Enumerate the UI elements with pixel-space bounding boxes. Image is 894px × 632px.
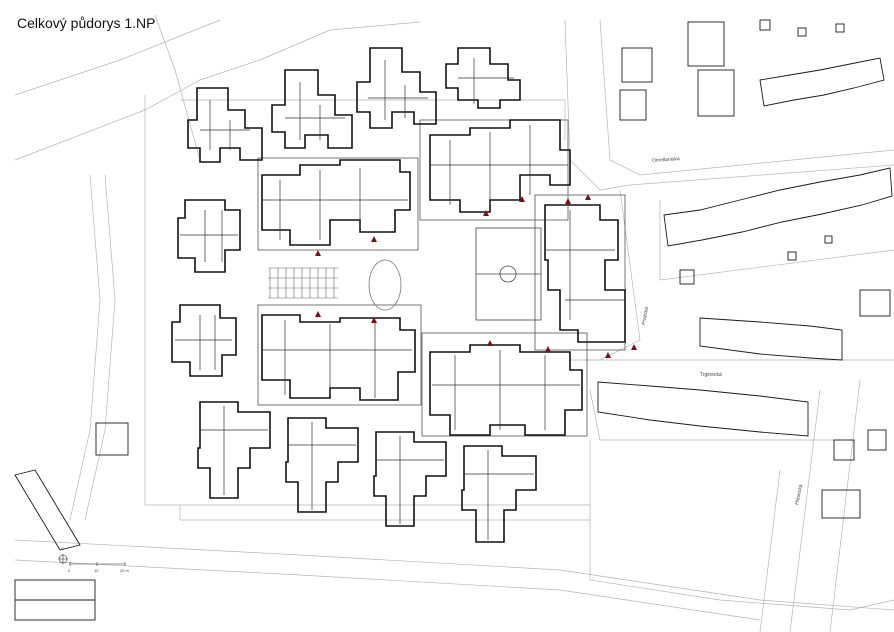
street-label-hlasecka: Hlásecká <box>794 484 804 506</box>
interior-walls <box>175 58 625 540</box>
scale-tick-10: 10 <box>94 568 99 573</box>
street-label-prazska: Pražská <box>641 306 650 325</box>
context-buildings <box>14 19 893 621</box>
page-title: Celkový půdorys 1.NP <box>17 15 156 31</box>
street-label-ornellaniska: Ornellaniska <box>652 156 680 164</box>
entrance-markers <box>315 194 637 358</box>
scale-tick-20: 20 m <box>120 568 130 573</box>
scale-bar <box>69 562 126 566</box>
apartment-buildings <box>171 47 626 543</box>
north-label: S <box>61 546 64 551</box>
courtyard-outlines <box>257 119 626 437</box>
parking-stalls <box>268 267 338 299</box>
street-label-trginecka: Trginecká <box>700 372 722 378</box>
scale-tick-0: 0 <box>68 568 71 573</box>
context-lines <box>14 14 894 632</box>
north-arrow <box>58 554 68 564</box>
